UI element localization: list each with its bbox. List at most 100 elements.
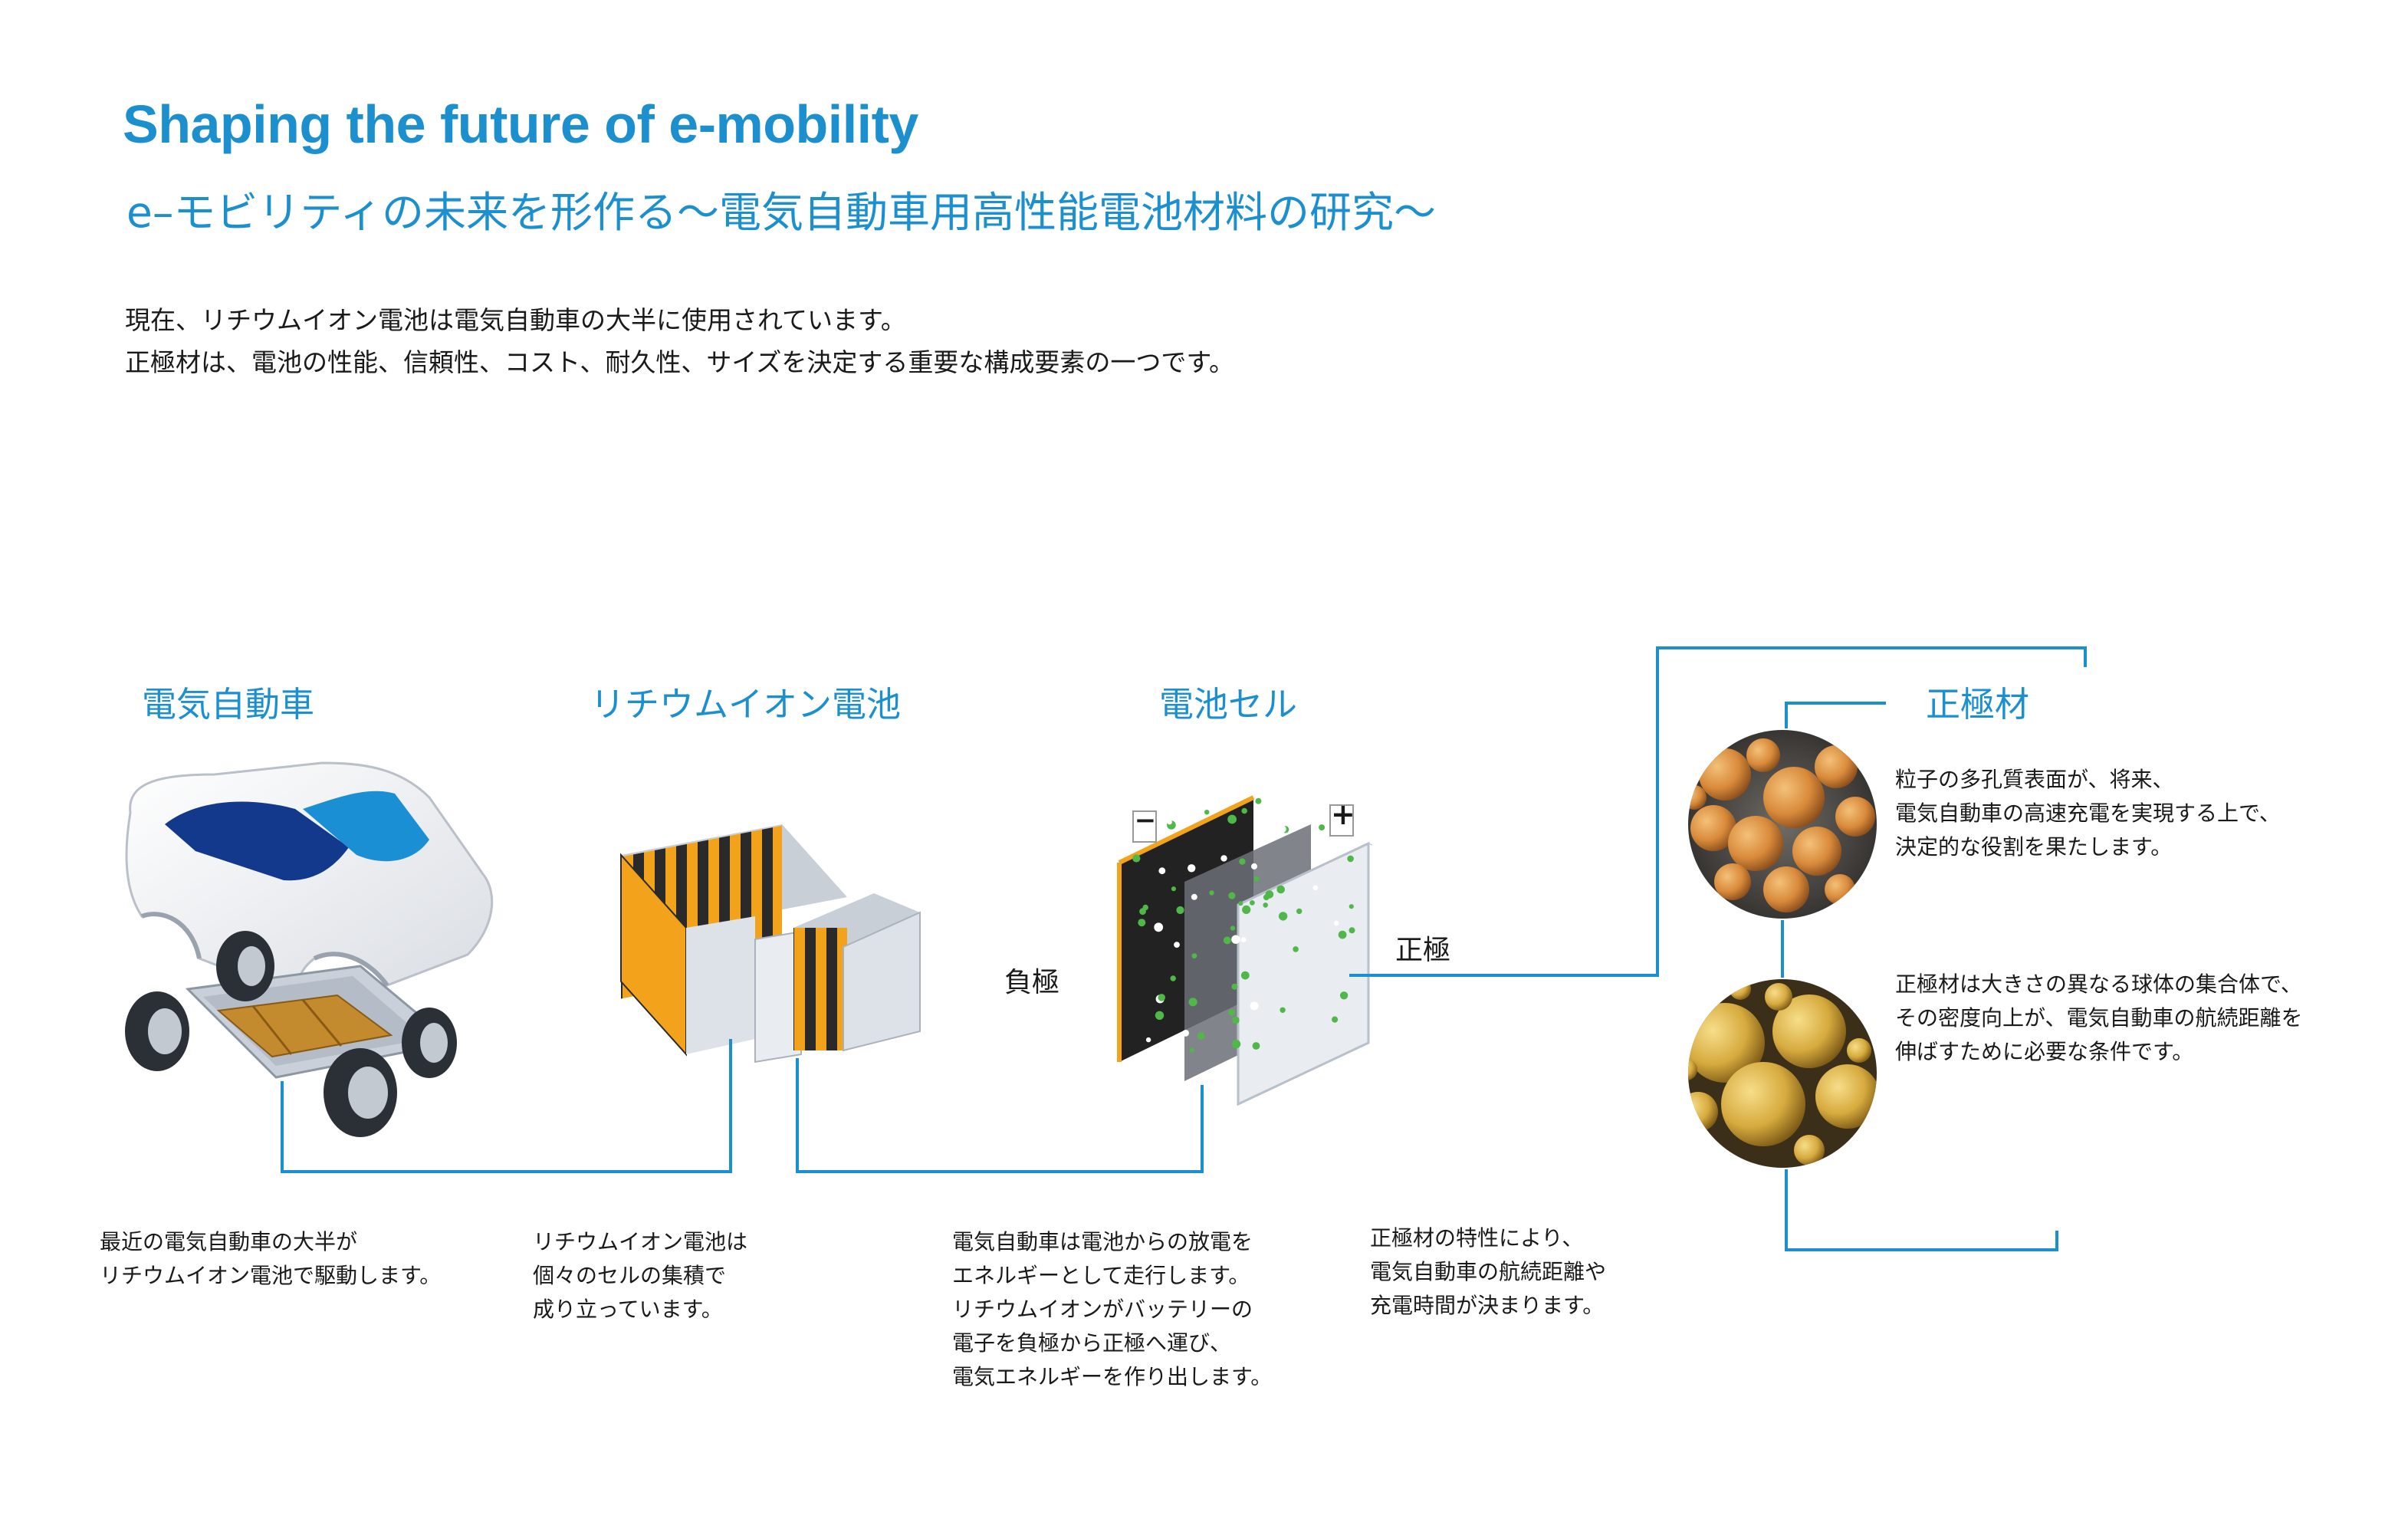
desc-battery-line: リチウムイオン電池は [533,1229,748,1254]
ion-dot [1280,1007,1286,1014]
desc-battery-line: 成り立っています。 [533,1297,723,1322]
ion-dot [1167,820,1172,825]
connector-cell-cathode [1349,646,2087,977]
ion-dot [1188,864,1196,873]
connector-battery-cell [796,1058,1204,1173]
desc-cell-line: 電子を負極から正極へ運び、 [952,1330,1232,1356]
desc-particle-line: 粒子の多孔質表面が、将来、 [1895,767,2174,792]
ion-dot [1139,908,1146,916]
page-title-en: Shaping the future of e-mobility [123,94,918,154]
ion-dot [1230,925,1236,931]
desc-cell-line: リチウムイオンがバッテリーの [952,1297,1253,1322]
connector-ev-battery [281,1039,732,1173]
ion-dot [1204,810,1210,815]
battery-pack-icon [620,824,921,1064]
ion-dot [1319,824,1326,831]
desc-cathode-line: 電気自動車の航続距離や [1370,1259,1607,1284]
desc-cell-line: エネルギーとして走行します。 [952,1263,1250,1288]
desc-battery: リチウムイオン電池は 個々のセルの集積で 成り立っています。 [533,1225,747,1327]
ion-dot [1174,942,1180,948]
desc-ev-line: 最近の電気自動車の大半が [100,1229,358,1254]
desc-battery-line: 個々のセルの集積で [533,1263,727,1288]
cell-minus-symbol: − [1134,805,1157,836]
ion-dot [1265,890,1274,899]
desc-cathode-line: 充電時間が決まります。 [1370,1293,1605,1318]
ion-dot [1171,886,1176,892]
desc-cell: 電気自動車は電池からの放電を エネルギーとして走行します。 リチウムイオンがバッ… [952,1225,1272,1394]
ion-dot [1253,876,1260,882]
cell-plus-symbol: + [1331,797,1355,831]
ion-dot [1312,885,1319,891]
ion-dot [1278,806,1286,814]
ion-dot [1227,814,1237,824]
desc-particle-porous: 粒子の多孔質表面が、将来、 電気自動車の高速充電を実現する上で、 決定的な役割を… [1895,763,2281,864]
ion-dot [1278,825,1286,833]
ion-dot [1223,936,1231,945]
ion-dot [1250,900,1255,906]
desc-particle-line: 電気自動車の高速充電を実現する上で、 [1895,801,2281,826]
page-title-ja: e–モビリティの未来を形作る〜電気自動車用高性能電池材料の研究〜 [126,188,1437,237]
stage-label-li-ion-battery: リチウムイオン電池 [590,684,902,725]
battery-cell-icon [1117,795,1373,1106]
ion-dot [1240,937,1247,942]
lithium-ion-dots [1132,797,1355,1066]
ion-dot [1278,912,1288,921]
ion-dot [1271,810,1278,817]
ion-dot [1251,863,1257,870]
ion-dot [1231,1039,1241,1049]
ion-dot [1182,1030,1189,1037]
desc-cell-line: 電気エネルギーを作り出します。 [952,1364,1273,1389]
car-chassis-icon [125,931,457,1137]
ion-dot [1250,1001,1259,1011]
positive-electrode-label: 正極 [1395,935,1451,966]
ion-dot [1158,994,1165,1001]
ion-dot [1138,919,1146,927]
ion-dot [1155,1011,1165,1021]
desc-particle-line: 正極材は大きさの異なる球体の集合体で、 [1895,971,2302,997]
car-body-icon [125,761,494,999]
desc-particle-line: 伸ばすために必要な条件です。 [1895,1039,2194,1064]
desc-ev: 最近の電気自動車の大半が リチウムイオン電池で駆動します。 [100,1225,441,1293]
ion-dot [1309,816,1316,822]
ion-dot [1240,971,1250,980]
sem-particle-spheres-icon [1688,979,1877,1168]
connector-lines [281,646,2087,1251]
intro-line-1: 現在、リチウムイオン電池は電気自動車の大半に使用されています。 [125,305,906,335]
ion-dot [1232,1016,1240,1024]
ion-dot [1191,953,1197,958]
ion-dot [1132,854,1141,863]
desc-particle-line: その密度向上が、電気自動車の航続距離を [1895,1005,2303,1031]
ion-dot [1239,858,1246,865]
ion-dot [1228,892,1236,899]
ion-dot [1242,905,1251,914]
ion-dot [1241,807,1247,814]
ion-dot [1296,908,1303,915]
ion-dot [1293,946,1299,952]
desc-cell-line: 電気自動車は電池からの放電を [952,1229,1253,1254]
ion-dot [1220,855,1227,862]
ion-dot [1338,930,1347,939]
stage-label-cathode-material: 正極材 [1926,684,2030,725]
ion-dot [1188,998,1197,1007]
ion-dot [1228,1009,1236,1016]
ion-dot [1166,1058,1174,1066]
ion-dot [1349,927,1355,934]
ion-dot [1347,855,1354,863]
ion-dot [1197,1032,1205,1040]
ion-dot [1263,902,1268,908]
intro-text: 現在、リチウムイオン電池は電気自動車の大半に使用されています。 正極材は、電池の… [125,299,1234,383]
desc-particle-line: 決定的な役割を果たします。 [1895,834,2173,860]
desc-ev-line: リチウムイオン電池で駆動します。 [100,1263,442,1288]
ion-dot [1276,885,1285,894]
sem-particle-porous-icon [1688,730,1877,919]
ion-dot [1145,1037,1151,1043]
desc-cathode-line: 正極材の特性により、 [1370,1225,1584,1251]
ion-dot [1191,893,1197,900]
stage-label-battery-cell: 電池セル [1159,684,1298,725]
ion-dot [1238,901,1243,906]
ion-dot [1154,922,1164,932]
desc-particle-spheres: 正極材は大きさの異なる球体の集合体で、 その密度向上が、電気自動車の航続距離を … [1895,968,2302,1069]
negative-electrode-label: 負極 [1004,967,1060,998]
ion-dot [1231,935,1240,944]
